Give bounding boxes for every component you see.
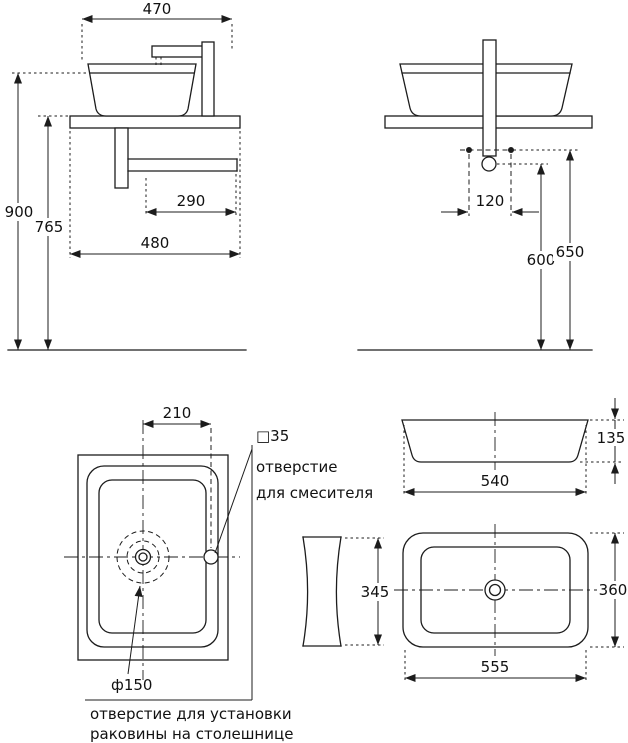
dim-210-label: 210 [163, 404, 192, 422]
profile-right-curve [335, 536, 342, 647]
dim-765-label: 765 [35, 218, 64, 236]
mixer-note-line2: для смесителя [256, 484, 373, 502]
dim-555-label: 555 [481, 658, 510, 676]
dim-360-label: 360 [599, 581, 628, 599]
dim-135-label: 135 [597, 429, 626, 447]
bolt-dot-left [466, 147, 472, 153]
install-note-line1: отверстие для установки [90, 705, 292, 723]
valve-circle [481, 156, 497, 172]
faucet-body [201, 41, 215, 117]
profile-left-curve [302, 536, 309, 647]
side-elevation-view: 120 600 650 [357, 39, 593, 351]
basin-front [87, 63, 197, 117]
install-hole-leader [127, 585, 143, 675]
countertop-front [69, 115, 241, 129]
bolt-dot-right [508, 147, 514, 153]
basin-profile-view: 345 [302, 536, 393, 647]
mixer-hole-circle [203, 549, 219, 565]
dim-540-label: 540 [481, 472, 510, 490]
dim-345-label: 345 [361, 583, 390, 601]
basin-elevation-view: 135 540 [401, 398, 628, 496]
drain-circle [134, 548, 152, 566]
countertop-top-view: 210 □35 отверстие для смесителя ф150 отв… [64, 404, 373, 743]
supply-pipe [114, 127, 129, 189]
install-hole-dia-label: ф150 [111, 676, 152, 694]
dim-290-label: 290 [177, 192, 206, 210]
front-elevation-view: 470 900 765 290 480 [1, 0, 247, 351]
countertop-plan [77, 454, 229, 661]
mixer-leader-line [214, 448, 253, 554]
dim-900-label: 900 [5, 203, 34, 221]
dim-470-label: 470 [143, 0, 172, 18]
faucet-pipe-side [482, 39, 497, 157]
mixer-note-line1: отверстие [256, 458, 337, 476]
dim-120-label: 120 [476, 192, 505, 210]
basin-top-view: 360 555 [394, 524, 628, 682]
dim-600-label: 600 [527, 251, 556, 269]
drain-plan-circle [484, 579, 506, 601]
install-hole-circle [116, 530, 170, 584]
mixer-hole-size-label: □35 [256, 427, 289, 445]
dim-480-label: 480 [141, 234, 170, 252]
install-note-line2: раковины на столешнице [90, 725, 293, 743]
dim-650-label: 650 [556, 243, 585, 261]
faucet-spout [151, 45, 209, 58]
